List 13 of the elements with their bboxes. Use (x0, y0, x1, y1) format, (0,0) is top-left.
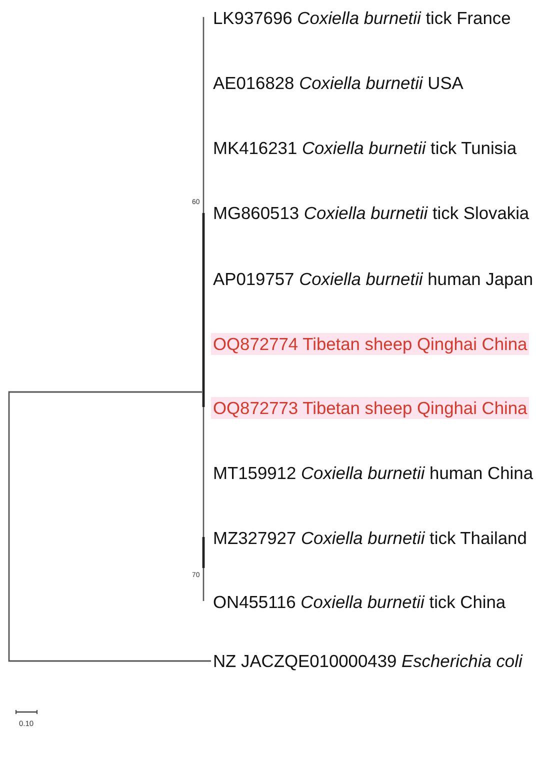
highlighted-taxon-label: OQ872774 Tibetan sheep Qinghai China (211, 333, 530, 355)
taxon-label: LK937696 Coxiella burnetii tick France (211, 7, 513, 29)
highlighted-taxon-label: OQ872773 Tibetan sheep Qinghai China (211, 397, 530, 419)
taxon-label: MZ327927 Coxiella burnetii tick Thailand (211, 527, 529, 549)
taxon-label: MT159912 Coxiella burnetii human China (211, 462, 535, 484)
taxon-label: MK416231 Coxiella burnetii tick Tunisia (211, 137, 519, 159)
taxon-label: NZ JACZQE010000439 Escherichia coli (211, 650, 524, 672)
taxon-label: ON455116 Coxiella burnetii tick China (211, 591, 508, 613)
clade-branch-line (202, 17, 205, 601)
taxon-label: AP019757 Coxiella burnetii human Japan (211, 268, 536, 290)
taxon-label: MG860513 Coxiella burnetii tick Slovakia (211, 202, 532, 224)
taxon-label: AE016828 Coxiella burnetii USA (211, 72, 466, 94)
tree-branch (8, 391, 211, 662)
